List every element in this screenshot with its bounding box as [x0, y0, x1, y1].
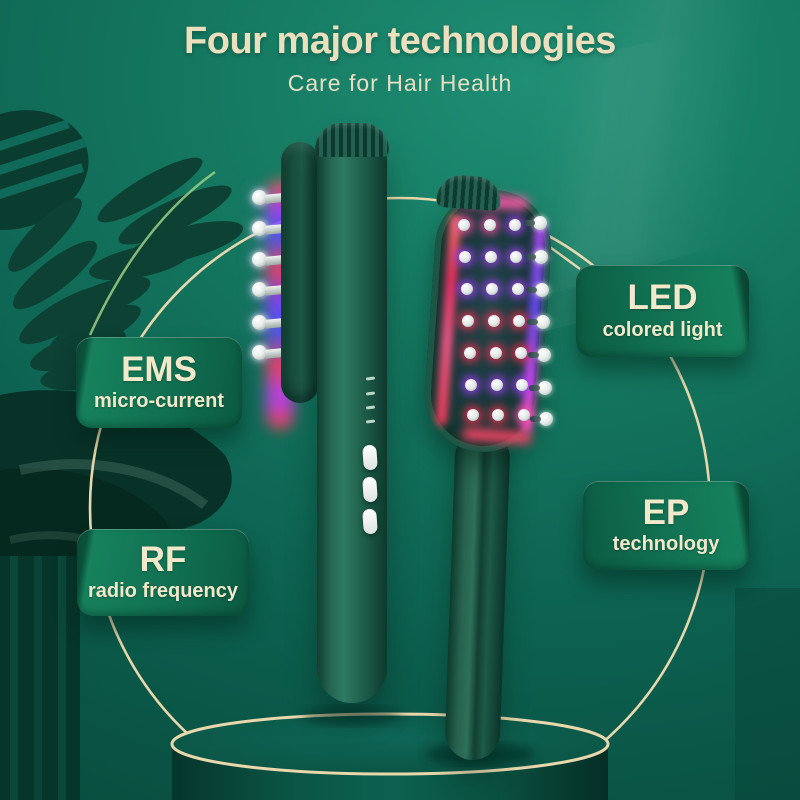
podium [170, 706, 610, 800]
feature-label: RF [139, 539, 187, 579]
page-subtitle: Care for Hair Health [287, 70, 513, 96]
feature-box-ems: EMS micro-current [76, 337, 242, 428]
feature-sublabel: technology [612, 533, 720, 556]
feature-box-rf: RF radio frequency [77, 529, 249, 616]
feature-box-led: LED colored light [576, 265, 749, 357]
feature-sublabel: micro-current [93, 390, 225, 413]
feature-box-ep: EP technology [583, 481, 749, 570]
wall-shade-right [735, 588, 800, 800]
feature-sublabel: colored light [602, 318, 723, 341]
drape-shadow-left [0, 556, 80, 800]
feature-label: LED [627, 278, 698, 318]
title-block: Four major technologies Care for Hair He… [0, 20, 800, 97]
feature-sublabel: radio frequency [87, 580, 239, 603]
monstera-leaves [0, 110, 244, 590]
feature-label: EMS [121, 349, 197, 389]
feature-label: EP [642, 492, 690, 532]
page-title: Four major technologies [184, 20, 616, 62]
